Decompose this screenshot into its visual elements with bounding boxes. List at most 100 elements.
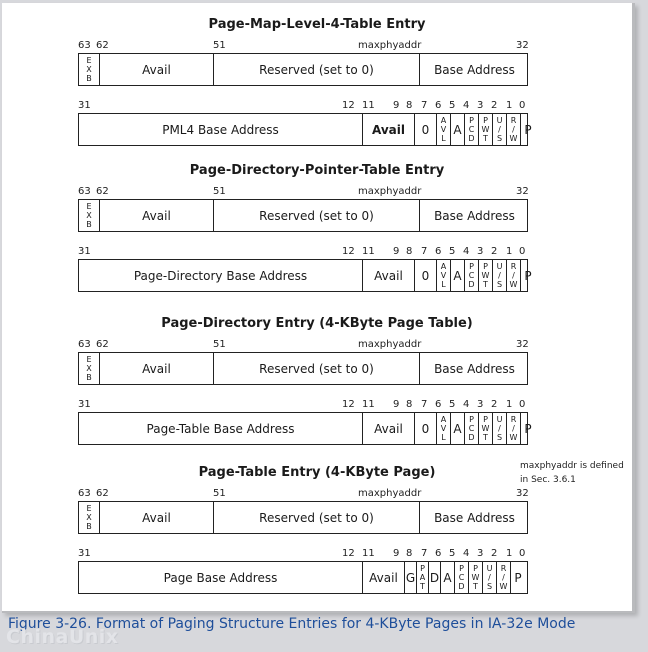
section-2-upper-bit-maxphyaddr: maxphyaddr	[358, 186, 422, 197]
field-p: P	[514, 570, 522, 585]
section-3-lower-bit-4: 4	[463, 399, 470, 410]
section-4-lower-bit-31: 31	[78, 548, 91, 559]
field-d: D	[429, 562, 441, 593]
section-1-lower-bit-31: 31	[78, 100, 91, 111]
section-2-lower-bit-7: 7	[421, 246, 428, 257]
section-1-lower-bit-12: 12	[342, 100, 355, 111]
field-p: P	[524, 268, 532, 283]
field-avail: Avail	[100, 54, 214, 85]
section-2-lower-bit-31: 31	[78, 246, 91, 257]
section-1-lower-bit-2: 2	[491, 100, 498, 111]
field-reserved-set-to-0-: Reserved (set to 0)	[214, 200, 420, 231]
section-2-lower-bit-11: 11	[362, 246, 375, 257]
section-2-lower-bit-9: 9	[393, 246, 400, 257]
section-1-upper-bit-63: 63	[78, 40, 91, 51]
section-4-upper-bit-32: 32	[516, 488, 529, 499]
field-reserved-set-to-0-: Reserved (set to 0)	[214, 54, 420, 85]
section-2-lower-bit-5: 5	[449, 246, 456, 257]
field-a: A	[451, 114, 465, 145]
field-reserved-set-to-0-: Reserved (set to 0)	[214, 502, 420, 533]
section-1-lower-bit-3: 3	[477, 100, 484, 111]
section-3-lower-bit-6: 6	[435, 399, 442, 410]
field-pml4-base-address: PML4 Base Address	[79, 114, 363, 145]
section-3-lower-bit-0: 0	[519, 399, 526, 410]
field-p: P	[524, 421, 532, 436]
section-2-upper-bit-51: 51	[213, 186, 226, 197]
section-4-lower-bit-0: 0	[519, 548, 526, 559]
section-4-lower-bit-3: 3	[477, 548, 484, 559]
field-0: 0	[415, 260, 437, 291]
field-avail: Avail	[363, 562, 405, 593]
section-3-upper-bit-51: 51	[213, 339, 226, 350]
section-3-lower-bit-5: 5	[449, 399, 456, 410]
section-4-lower-bit-9: 9	[393, 548, 400, 559]
section-2-title: Page-Directory-Pointer-Table Entry	[189, 163, 445, 178]
section-3-lower-bit-8: 8	[406, 399, 413, 410]
field-base-address: Base Address	[434, 361, 515, 376]
section-2-upper-bit-63: 63	[78, 186, 91, 197]
field-base-address: Base Address	[434, 510, 515, 525]
section-4-lower-bit-12: 12	[342, 548, 355, 559]
section-1-upper-bit-51: 51	[213, 40, 226, 51]
section-1-lower-bit-6: 6	[435, 100, 442, 111]
field-base-address: Base Address	[434, 62, 515, 77]
section-3-upper-bit-62: 62	[96, 339, 109, 350]
field-page-base-address: Page Base Address	[79, 562, 363, 593]
section-3-lower-bit-7: 7	[421, 399, 428, 410]
field-avail: Avail	[363, 260, 415, 291]
field-u-s: U/S	[493, 413, 507, 444]
section-3-lower-bit-31: 31	[78, 399, 91, 410]
section-1-title: Page-Map-Level-4-Table Entry	[208, 17, 426, 32]
section-4-title: Page-Table Entry (4-KByte Page)	[198, 465, 436, 480]
field-a: A	[451, 413, 465, 444]
section-1-upper-bit-maxphyaddr: maxphyaddr	[358, 40, 422, 51]
section-1-lower-bit-5: 5	[449, 100, 456, 111]
section-1-lower-bit-9: 9	[393, 100, 400, 111]
section-2-lower-bit-4: 4	[463, 246, 470, 257]
field-a: A	[441, 562, 455, 593]
section-2-lower-bit-12: 12	[342, 246, 355, 257]
field-avail: Avail	[100, 353, 214, 384]
section-4-upper-bit-maxphyaddr: maxphyaddr	[358, 488, 422, 499]
maxphyaddr-note: maxphyaddr is defined in Sec. 3.6.1	[520, 461, 624, 485]
section-2-lower-bit-1: 1	[506, 246, 513, 257]
section-1-upper-bit-32: 32	[516, 40, 529, 51]
field-u-s: U/S	[493, 114, 507, 145]
section-4-lower-bit-1: 1	[506, 548, 513, 559]
figure-caption: Figure 3-26. Format of Paging Structure …	[8, 616, 576, 632]
section-2-upper-bit-32: 32	[516, 186, 529, 197]
section-4-upper-bit-51: 51	[213, 488, 226, 499]
field-u-s: U/S	[493, 260, 507, 291]
section-1-lower-bit-0: 0	[519, 100, 526, 111]
section-1-lower-bit-7: 7	[421, 100, 428, 111]
section-2-lower-bit-0: 0	[519, 246, 526, 257]
section-3-upper-bit-maxphyaddr: maxphyaddr	[358, 339, 422, 350]
field-base-address: Base Address	[434, 208, 515, 223]
section-3-upper-bit-32: 32	[516, 339, 529, 350]
field-avail: Avail	[363, 114, 415, 145]
section-1-upper-bit-62: 62	[96, 40, 109, 51]
watermark-logo: ChinaUnix	[6, 626, 119, 648]
section-4-lower-bit-4: 4	[463, 548, 470, 559]
section-2-lower-bit-6: 6	[435, 246, 442, 257]
section-3-lower-bit-2: 2	[491, 399, 498, 410]
section-4-lower-bit-2: 2	[491, 548, 498, 559]
field-avail: Avail	[100, 502, 214, 533]
section-4-upper-bit-62: 62	[96, 488, 109, 499]
